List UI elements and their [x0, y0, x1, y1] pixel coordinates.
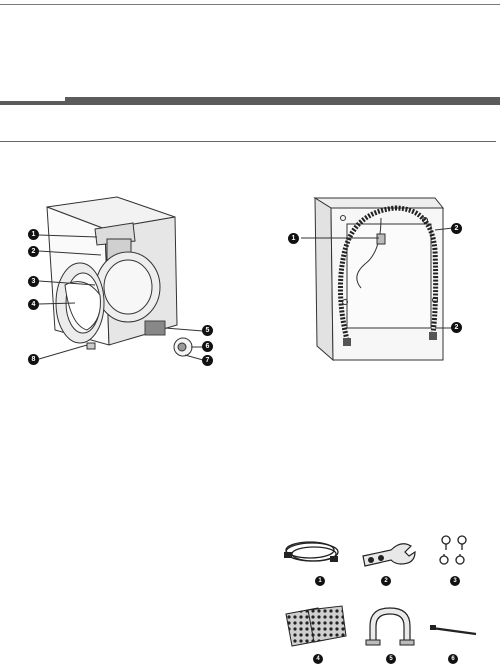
washer-front-view: 1 2 3 4 5 6 7 8 — [25, 185, 225, 375]
front-callout-6: 6 — [202, 341, 213, 352]
accessory-item-4: 4 — [280, 602, 350, 665]
front-callout-2: 2 — [28, 246, 39, 257]
hose-guide-icon — [360, 602, 420, 650]
caps-icon — [430, 530, 480, 580]
washer-back-view: 1 2 2 — [285, 190, 470, 370]
accessory-item-1: 1 — [280, 530, 350, 590]
front-callout-8: 8 — [28, 354, 39, 365]
accessory-number-1: 1 — [315, 576, 325, 586]
anti-slip-pad-icon — [280, 602, 350, 650]
section-header-bar — [0, 97, 500, 105]
front-callout-5: 5 — [202, 325, 213, 336]
washer-back-illustration — [285, 190, 470, 370]
accessory-item-6: 6 — [428, 602, 480, 665]
wrench-icon — [355, 530, 420, 580]
accessory-number-4: 4 — [313, 654, 323, 664]
hose-icon — [280, 530, 350, 580]
back-callout-2-top: 2 — [451, 223, 462, 234]
front-callout-1: 1 — [28, 229, 39, 240]
front-callout-7: 7 — [202, 355, 213, 366]
top-rule — [0, 4, 500, 5]
section-header-bar-notch — [0, 97, 65, 101]
accessory-number-3: 3 — [450, 576, 460, 586]
washer-front-illustration — [25, 185, 225, 375]
section-divider — [0, 141, 496, 142]
accessory-number-2: 2 — [381, 576, 391, 586]
front-callout-4: 4 — [28, 299, 39, 310]
accessories-grid: 1 2 3 — [280, 530, 480, 665]
accessory-number-5: 5 — [386, 654, 396, 664]
back-callout-2-bottom: 2 — [451, 322, 462, 333]
back-callout-1: 1 — [288, 233, 299, 244]
cable-tie-icon — [428, 602, 480, 650]
accessory-item-3: 3 — [430, 530, 480, 590]
front-callout-3: 3 — [28, 276, 39, 287]
accessory-item-5: 5 — [360, 602, 420, 665]
accessory-number-6: 6 — [448, 654, 458, 664]
accessory-item-2: 2 — [355, 530, 420, 590]
